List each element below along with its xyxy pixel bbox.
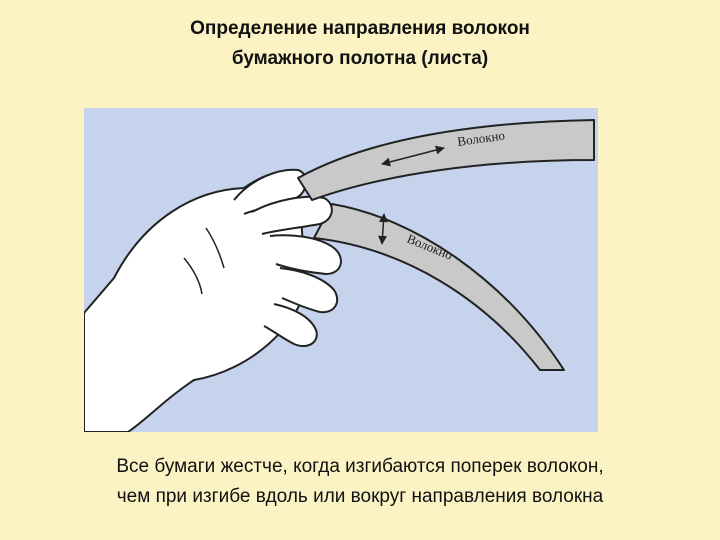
illustration-svg: Волокно Волокно xyxy=(84,108,598,432)
caption-line-2: чем при изгибе вдоль или вокруг направле… xyxy=(0,482,720,512)
title-line-1: Определение направления волокон xyxy=(0,14,720,44)
caption-line-1: Все бумаги жестче, когда изгибаются попе… xyxy=(0,452,720,482)
grain-direction-illustration: Волокно Волокно xyxy=(84,108,598,432)
slide-title: Определение направления волокон бумажног… xyxy=(0,14,720,74)
slide-caption: Все бумаги жестче, когда изгибаются попе… xyxy=(0,452,720,512)
title-line-2: бумажного полотна (листа) xyxy=(0,44,720,74)
